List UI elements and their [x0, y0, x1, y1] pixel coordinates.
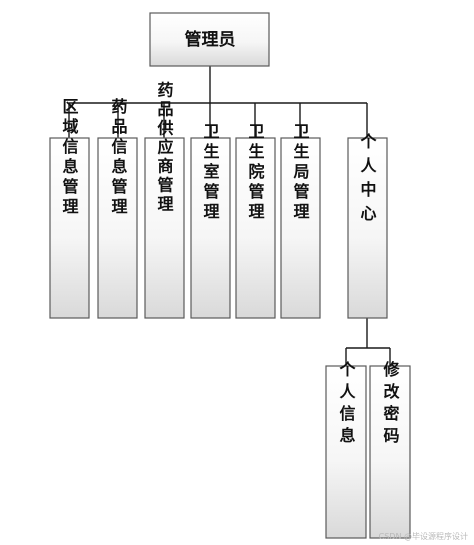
connectors-bottom — [345, 318, 391, 366]
node-health-bureau-management-label: 卫生局管理 — [291, 123, 310, 223]
node-health-room-management-label: 卫生室管理 — [201, 123, 220, 223]
node-region-management-label: 区域信息管理 — [60, 98, 79, 218]
node-supplier-management: 药品供应商管理 — [144, 81, 185, 319]
node-change-password: 修改密码 — [369, 360, 411, 539]
node-health-center-management: 卫生院管理 — [235, 123, 276, 319]
node-health-center-management-label: 卫生院管理 — [246, 123, 265, 223]
node-personal-info: 个人信息 — [325, 360, 367, 539]
connectors-top — [68, 66, 368, 138]
node-drug-management: 药品信息管理 — [97, 97, 138, 319]
node-supplier-management-label: 药品供应商管理 — [155, 81, 175, 215]
node-admin: 管理员 — [149, 12, 270, 67]
node-region-management: 区域信息管理 — [49, 98, 90, 319]
node-admin-label: 管理员 — [185, 29, 236, 50]
node-personal-center: 个人中心 — [347, 132, 388, 319]
watermark-text: CSDN @毕设源程序设计 — [378, 532, 468, 541]
node-personal-info-label: 个人信息 — [337, 360, 357, 449]
node-health-room-management: 卫生室管理 — [190, 123, 231, 319]
node-drug-management-label: 药品信息管理 — [109, 97, 128, 218]
node-change-password-label: 修改密码 — [381, 360, 401, 449]
node-personal-center-label: 个人中心 — [358, 132, 378, 229]
node-health-bureau-management: 卫生局管理 — [280, 123, 321, 319]
